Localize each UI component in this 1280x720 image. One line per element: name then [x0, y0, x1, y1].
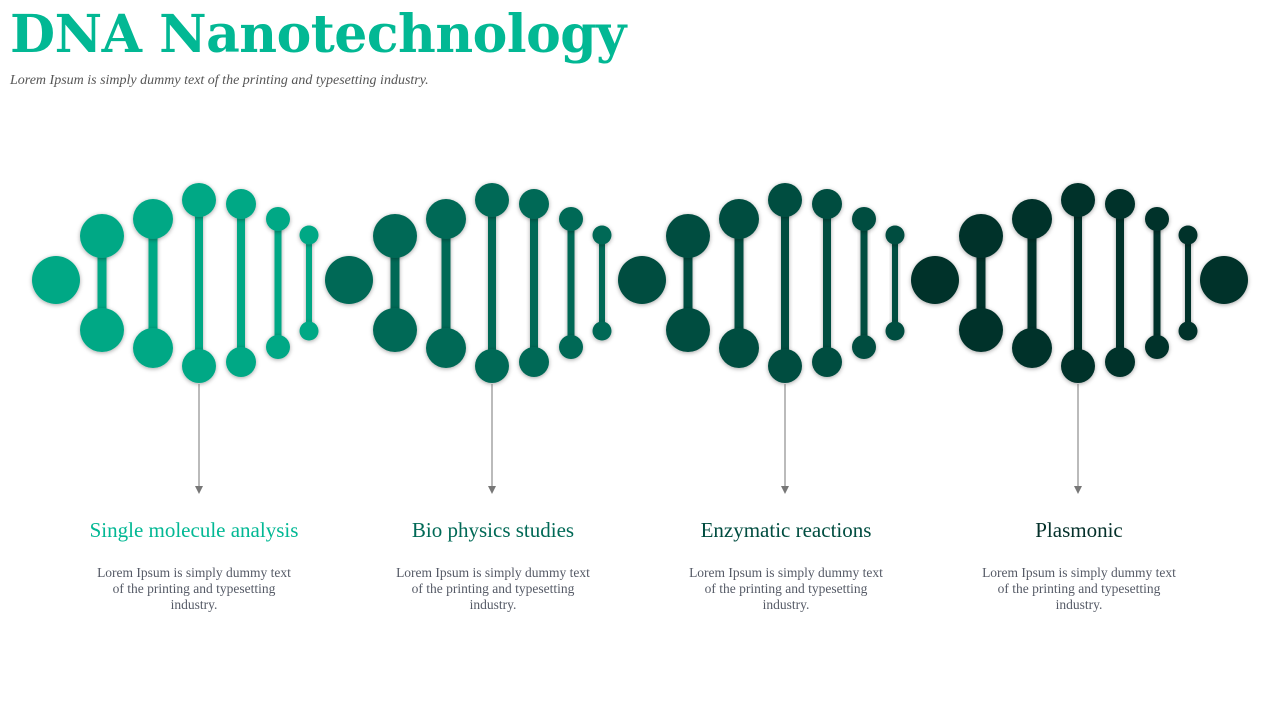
helix-node — [519, 347, 549, 377]
helix-rung — [195, 200, 203, 366]
helix-node — [719, 328, 759, 368]
helix-node — [519, 189, 549, 219]
helix-node — [373, 214, 417, 258]
helix-node — [373, 308, 417, 352]
helix-rung — [488, 200, 496, 366]
helix-node — [226, 347, 256, 377]
helix-rung — [823, 204, 831, 362]
helix-rung — [306, 235, 312, 331]
helix-node — [559, 335, 583, 359]
helix-node — [1145, 335, 1169, 359]
helix-node — [719, 199, 759, 239]
helix-node — [226, 189, 256, 219]
helix-rung — [530, 204, 538, 362]
helix-rung — [567, 219, 575, 347]
item-text: Lorem Ipsum is simply dummy text of the … — [689, 565, 883, 612]
helix-node — [182, 183, 216, 217]
item-title: Bio physics studies — [411, 518, 575, 542]
helix-node — [133, 199, 173, 239]
helix-node — [80, 214, 124, 258]
helix-node — [266, 335, 290, 359]
helix-node — [1012, 328, 1052, 368]
helix-rung — [599, 235, 605, 331]
helix-node — [618, 256, 666, 304]
page-title: DNA Nanotechnology — [10, 4, 626, 65]
helix-node — [1105, 347, 1135, 377]
helix-node — [133, 328, 173, 368]
helix-node — [959, 308, 1003, 352]
page-subtitle: Lorem Ipsum is simply dummy text of the … — [10, 73, 429, 88]
helix-node — [768, 183, 802, 217]
helix-rung — [860, 219, 868, 347]
helix-rung — [1074, 200, 1082, 366]
helix-rung — [1027, 219, 1037, 348]
item-plasmonic: Plasmonic Lorem Ipsum is simply dummy te… — [939, 518, 1219, 613]
helix-node — [266, 207, 290, 231]
helix-rung — [237, 204, 245, 362]
helix-node — [426, 328, 466, 368]
helix-rung — [781, 200, 789, 366]
helix-rung — [1185, 235, 1191, 331]
item-title: Plasmonic — [1035, 518, 1123, 542]
helix-node — [852, 207, 876, 231]
helix-node — [80, 308, 124, 352]
helix-node — [182, 349, 216, 383]
helix-rung — [976, 236, 986, 330]
item-title: Single molecule analysis — [89, 518, 299, 542]
helix-node — [299, 321, 319, 341]
helix-rung — [441, 219, 451, 348]
helix-node — [1061, 183, 1095, 217]
helix-rung — [1116, 204, 1124, 362]
item-text: Lorem Ipsum is simply dummy text of the … — [396, 565, 590, 612]
helix-node — [1105, 189, 1135, 219]
helix-node — [885, 225, 905, 245]
item-text: Lorem Ipsum is simply dummy text of the … — [97, 565, 291, 612]
helix-node — [592, 225, 612, 245]
helix-rung — [274, 219, 282, 347]
helix-rung — [390, 236, 400, 330]
helix-node — [852, 335, 876, 359]
helix-rung — [97, 236, 107, 330]
helix-node — [959, 214, 1003, 258]
helix-node — [325, 256, 373, 304]
helix-node — [768, 349, 802, 383]
helix-node — [666, 214, 710, 258]
helix-node — [1200, 256, 1248, 304]
helix-rung — [892, 235, 898, 331]
item-enzymatic: Enzymatic reactions Lorem Ipsum is simpl… — [646, 518, 926, 613]
helix-node — [299, 225, 319, 245]
helix-rung — [734, 219, 744, 348]
item-bio-physics: Bio physics studies Lorem Ipsum is simpl… — [353, 518, 633, 613]
helix-node — [1145, 207, 1169, 231]
helix-node — [666, 308, 710, 352]
helix-node — [475, 349, 509, 383]
item-single-molecule: Single molecule analysis Lorem Ipsum is … — [54, 518, 334, 613]
helix-node — [1012, 199, 1052, 239]
helix-node — [911, 256, 959, 304]
helix-node — [885, 321, 905, 341]
helix-node — [592, 321, 612, 341]
helix-rung — [148, 219, 158, 348]
item-title: Enzymatic reactions — [700, 518, 872, 542]
helix-node — [1178, 321, 1198, 341]
helix-node — [426, 199, 466, 239]
helix-rung — [683, 236, 693, 330]
helix-rung — [1153, 219, 1161, 347]
helix-node — [812, 347, 842, 377]
helix-node — [559, 207, 583, 231]
helix-node — [1178, 225, 1198, 245]
item-text: Lorem Ipsum is simply dummy text of the … — [982, 565, 1176, 612]
helix-node — [1061, 349, 1095, 383]
helix-node — [812, 189, 842, 219]
helix-node — [32, 256, 80, 304]
helix-node — [475, 183, 509, 217]
